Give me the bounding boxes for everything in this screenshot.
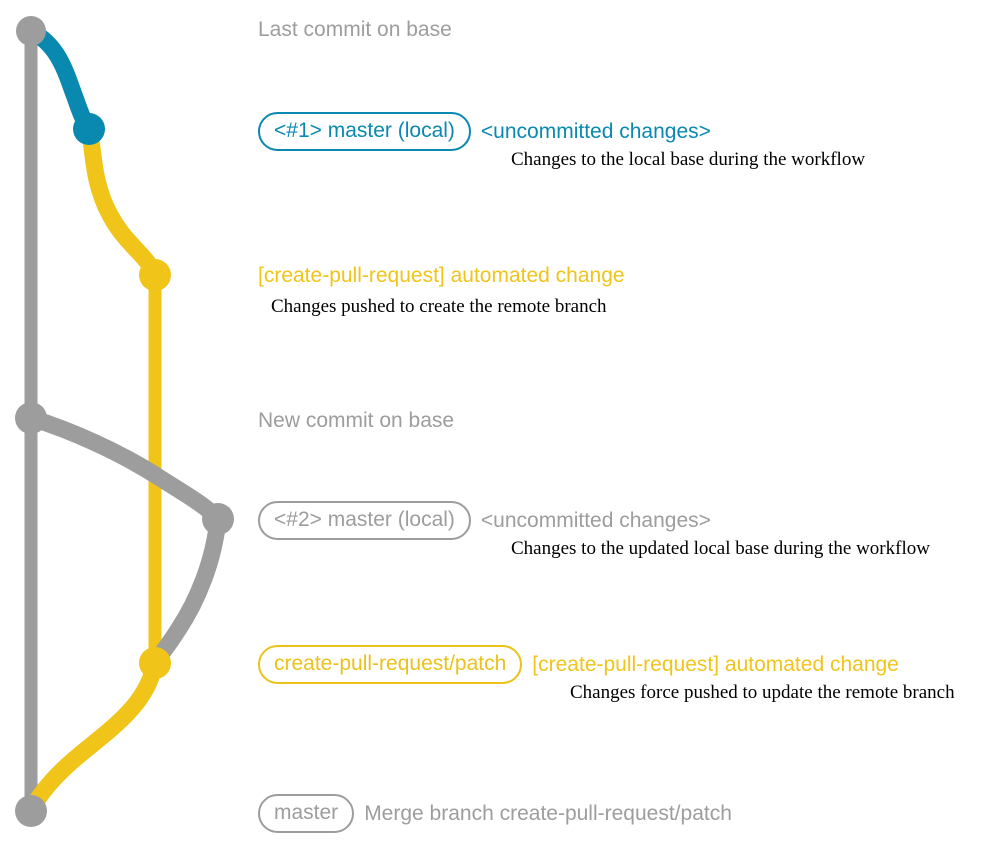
commit-node-base-new[interactable] — [15, 402, 47, 434]
badge-row-master-local-1: <#1> master (local) <uncommitted changes… — [258, 112, 711, 151]
label-new-commit-on-base: New commit on base — [258, 409, 455, 432]
description-automated-change-1: Changes pushed to create the remote bran… — [271, 296, 607, 317]
description-master-local-1: Changes to the local base during the wor… — [511, 149, 866, 170]
description-master-local-2: Changes to the updated local base during… — [511, 538, 930, 559]
badge-row-master-local-2: <#2> master (local) <uncommitted changes… — [258, 501, 711, 540]
commit-node-merge[interactable] — [15, 795, 47, 827]
entry-master-local-1: <#1> master (local) <uncommitted changes… — [258, 112, 711, 151]
entry-merge-branch: master Merge branch create-pull-request/… — [258, 794, 732, 833]
branch-line-local-2-to-remote — [146, 510, 227, 672]
branch-line-local-2 — [22, 409, 227, 528]
commit-message-automated-change-2: [create-pull-request] automated change — [532, 653, 899, 676]
branch-line-merge-back — [22, 654, 164, 820]
commit-node-automated-change-1[interactable] — [139, 259, 171, 291]
commit-node-automated-change-2[interactable] — [139, 647, 171, 679]
branch-badge-master-local-1[interactable]: <#1> master (local) — [258, 112, 471, 151]
branch-badge-create-pull-request-patch[interactable]: create-pull-request/patch — [258, 645, 523, 684]
commit-node-local-master-2[interactable] — [202, 503, 234, 535]
label-last-commit-on-base: Last commit on base — [258, 18, 452, 41]
commit-node-local-master-1[interactable] — [73, 113, 105, 145]
badge-row-merge-branch: master Merge branch create-pull-request/… — [258, 794, 732, 833]
branch-line-local-1 — [22, 22, 98, 138]
commit-message-master-local-2: <uncommitted changes> — [480, 509, 711, 532]
description-automated-change-2: Changes force pushed to update the remot… — [570, 682, 955, 703]
branch-badge-master-local-2[interactable]: <#2> master (local) — [258, 501, 471, 540]
commit-node-base-last[interactable] — [16, 16, 46, 46]
entry-master-local-2: <#2> master (local) <uncommitted changes… — [258, 501, 711, 540]
branch-line-automated-1 — [80, 120, 164, 284]
commit-message-automated-change-1: [create-pull-request] automated change — [258, 264, 625, 287]
branch-badge-master[interactable]: master — [258, 794, 355, 833]
commit-message-master-local-1: <uncommitted changes> — [480, 120, 711, 143]
entry-create-pull-request-patch: create-pull-request/patch [create-pull-r… — [258, 645, 899, 684]
badge-row-create-pull-request-patch: create-pull-request/patch [create-pull-r… — [258, 645, 899, 684]
commit-message-merge-branch: Merge branch create-pull-request/patch — [364, 802, 732, 825]
